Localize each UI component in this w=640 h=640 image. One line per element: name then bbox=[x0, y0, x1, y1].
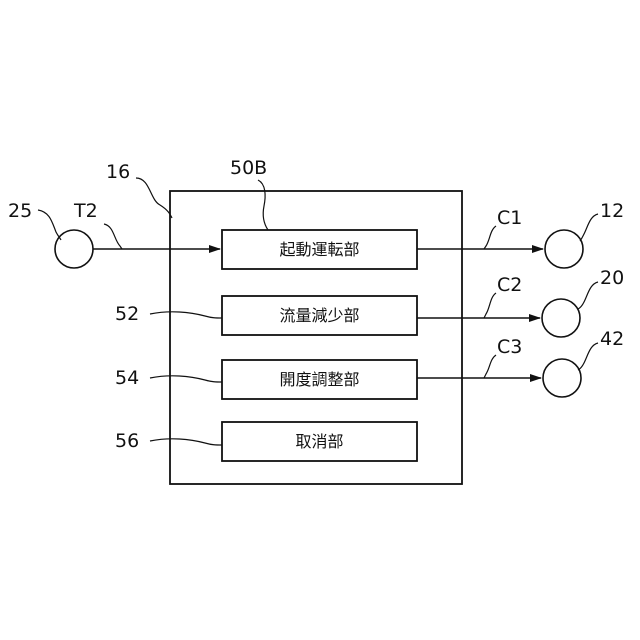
output-node-12-circle bbox=[545, 230, 583, 268]
output-node-42-circle bbox=[543, 359, 581, 397]
output-node-20-ref: 20 bbox=[600, 267, 624, 289]
leader-output-c1 bbox=[484, 226, 496, 249]
leader-output-c2 bbox=[484, 293, 496, 318]
block-56-label: 取消部 bbox=[295, 432, 343, 451]
leader-input-node bbox=[38, 210, 61, 240]
block-52-label: 流量減少部 bbox=[279, 306, 359, 325]
block-52-ref: 52 bbox=[115, 303, 139, 325]
block-54-label: 開度調整部 bbox=[279, 370, 359, 389]
output-c1-signal: C1 bbox=[497, 207, 522, 229]
leader-output-node-20 bbox=[578, 282, 598, 309]
block-56-ref: 56 bbox=[115, 430, 139, 452]
leader-output-node-42 bbox=[578, 343, 598, 370]
leader-output-c3 bbox=[484, 355, 496, 378]
input-signal-label: T2 bbox=[73, 200, 98, 222]
input-node-circle bbox=[55, 230, 93, 268]
output-node-12-ref: 12 bbox=[600, 200, 624, 222]
block-52: 流量減少部 bbox=[222, 296, 417, 335]
block-54-ref: 54 bbox=[115, 367, 139, 389]
output-c2-signal: C2 bbox=[497, 274, 522, 296]
output-node-20-circle bbox=[542, 299, 580, 337]
block-50b: 起動運転部 bbox=[222, 230, 417, 269]
block-54: 開度調整部 bbox=[222, 360, 417, 399]
leader-input-signal bbox=[104, 224, 122, 249]
controller-ref: 16 bbox=[106, 161, 130, 183]
leader-controller bbox=[136, 178, 172, 218]
block-50b-label: 起動運転部 bbox=[279, 240, 359, 259]
block-50b-ref: 50B bbox=[230, 157, 267, 179]
leader-output-node-12 bbox=[580, 214, 598, 241]
input-node-ref: 25 bbox=[8, 200, 32, 222]
output-c3-signal: C3 bbox=[497, 336, 522, 358]
output-node-42-ref: 42 bbox=[600, 328, 624, 350]
block-56: 取消部 bbox=[222, 422, 417, 461]
